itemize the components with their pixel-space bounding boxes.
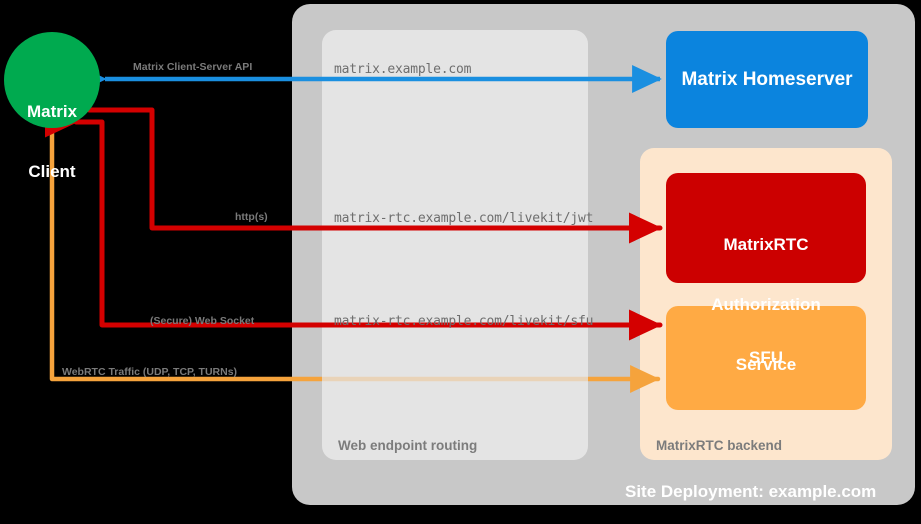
edge-secure-web-socket-sfu — [45, 106, 663, 341]
node-matrixrtc-authorization-service[interactable] — [666, 173, 866, 283]
node-matrix-client[interactable] — [4, 32, 100, 128]
node-matrix-homeserver[interactable] — [666, 31, 868, 128]
node-sfu[interactable] — [666, 306, 866, 410]
group-web-endpoint-routing — [322, 30, 588, 460]
